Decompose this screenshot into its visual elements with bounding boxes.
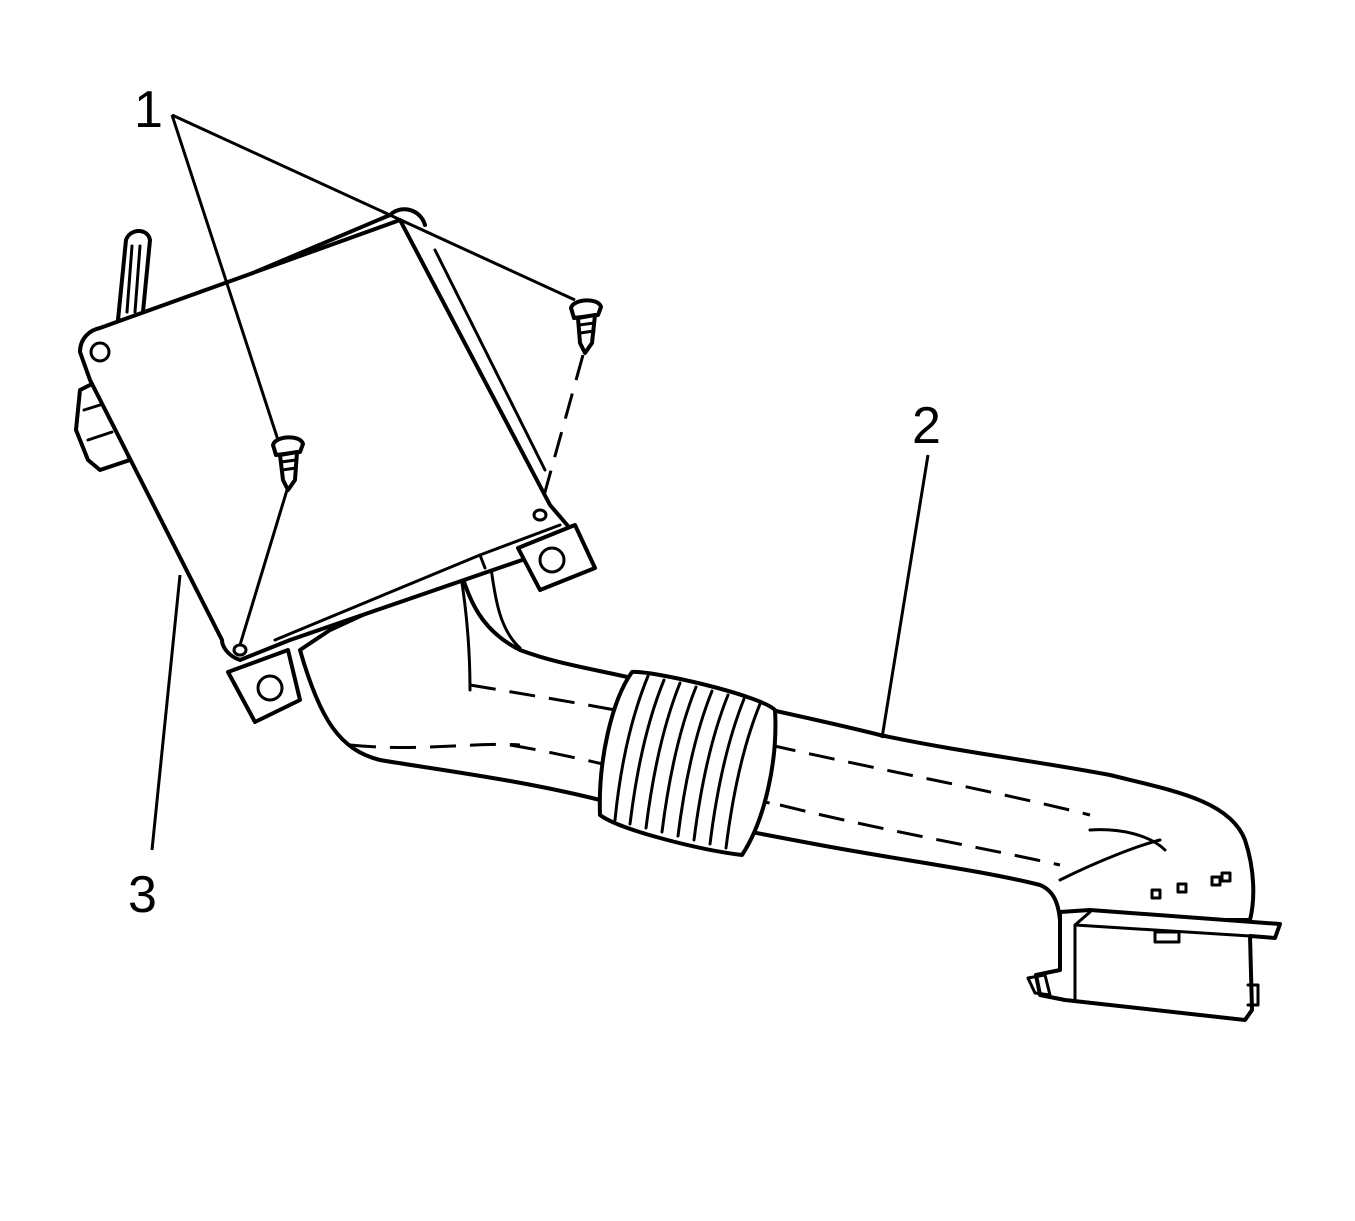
control-module	[74, 207, 597, 724]
leader-3	[150, 574, 182, 851]
callout-1: 1	[134, 81, 163, 139]
callout-2: 2	[912, 397, 941, 455]
leader-1a	[170, 114, 280, 441]
screw-left	[238, 435, 305, 646]
callout-3: 3	[128, 866, 157, 924]
leader-1b	[171, 113, 576, 302]
duct-outlet-connector	[1026, 908, 1282, 1022]
leader-lines	[150, 113, 930, 851]
duct-bellows	[597, 669, 778, 857]
screw-right	[538, 298, 603, 511]
leader-2	[880, 454, 930, 739]
